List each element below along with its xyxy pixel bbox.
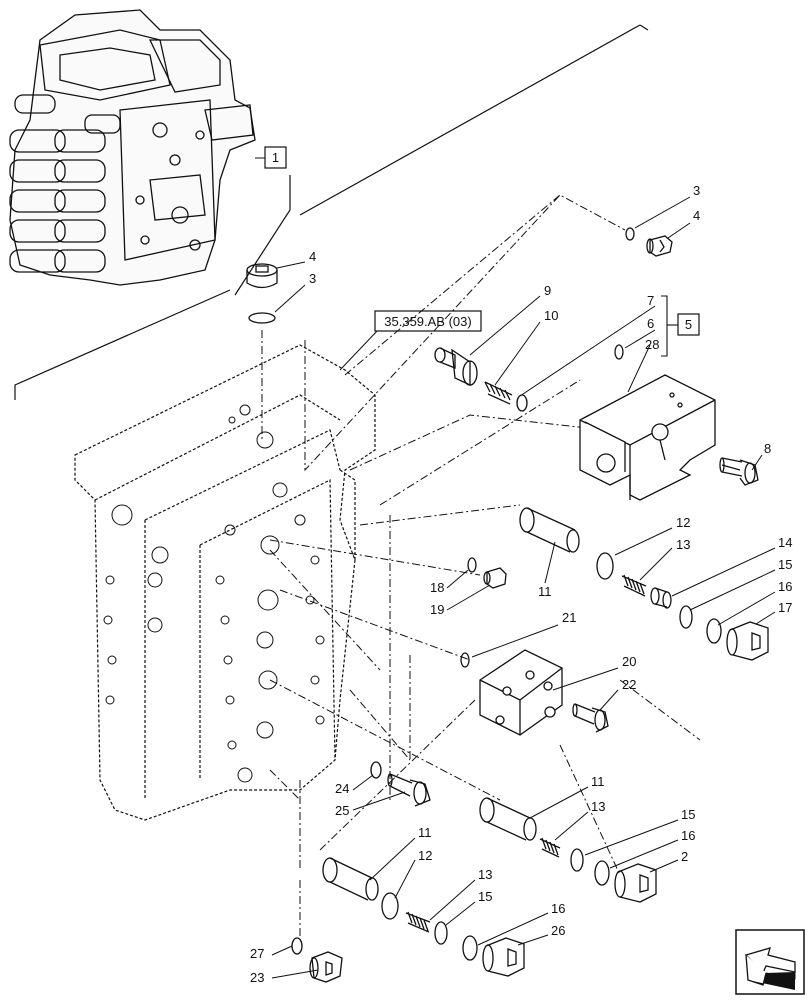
- part-14-plug: [650, 587, 672, 609]
- thumbnail-solenoids: [9, 94, 121, 273]
- callout-3-top-left: 3: [309, 271, 316, 286]
- callout-19: 19: [430, 602, 444, 617]
- part-2-plug: [614, 863, 657, 903]
- callout-11-lower: 11: [418, 825, 432, 840]
- callout-14: 14: [778, 535, 792, 550]
- part-13-spring-upper: [621, 574, 647, 597]
- part-10-spring: [484, 381, 513, 405]
- callout-11-upper: 11: [538, 584, 552, 599]
- part-28-block: [579, 374, 716, 501]
- part-27-seal: [291, 937, 303, 955]
- overview-frame-lines: [14, 24, 649, 400]
- callout-20: 20: [622, 654, 636, 669]
- part-3-seal-top-left: [248, 312, 276, 324]
- callout-6: 6: [647, 316, 654, 331]
- overview-valve-thumbnail: [9, 9, 256, 286]
- part-22-screw: [572, 703, 609, 733]
- callout-4-top-right: 4: [693, 208, 700, 223]
- callout-label-5: 5: [685, 317, 692, 332]
- callout-13-middle: 13: [591, 799, 605, 814]
- part-21-seal: [460, 652, 470, 668]
- callout-15-upper: 15: [778, 557, 792, 572]
- callout-13-lower: 13: [478, 867, 492, 882]
- part-9-piston: [434, 347, 478, 387]
- part-24-seal: [370, 761, 382, 779]
- callout-27: 27: [250, 946, 264, 961]
- valve-body-ports: [103, 404, 325, 783]
- part-11-sleeve-upper: [519, 507, 580, 553]
- callout-12-lower: 12: [418, 848, 432, 863]
- callout-17: 17: [778, 600, 792, 615]
- part-11-sleeve-lower: [322, 857, 379, 901]
- next-page-arrow-icon[interactable]: [735, 929, 805, 995]
- callout-21: 21: [562, 610, 576, 625]
- callout-16-upper: 16: [778, 579, 792, 594]
- callout-25: 25: [335, 803, 349, 818]
- callout-labels: 3 4 4 3 9 10 7 6 28 8 12 13 14 15 16 17 …: [250, 183, 792, 985]
- part-8-screw: [719, 457, 759, 486]
- assembly-lines: [261, 194, 701, 940]
- part-23-plug: [309, 951, 343, 983]
- callout-18: 18: [430, 580, 444, 595]
- reference-box: 35.359.AB (03): [339, 310, 482, 371]
- callout-box-1: 1: [255, 146, 287, 169]
- callout-15-middle: 15: [681, 807, 695, 822]
- part-4-plug-top-right: [646, 235, 673, 257]
- callout-15-lower: 15: [478, 889, 492, 904]
- part-16-seal-upper: [706, 618, 722, 644]
- callout-7: 7: [647, 293, 654, 308]
- callout-24: 24: [335, 781, 349, 796]
- part-12-ring-lower: [381, 892, 399, 920]
- valve-body: [74, 344, 376, 821]
- callout-8: 8: [764, 441, 771, 456]
- part-7-seal: [516, 394, 528, 412]
- part-13-spring-lower: [405, 911, 431, 933]
- callout-11-middle: 11: [591, 774, 605, 789]
- part-17-plug: [726, 621, 769, 661]
- callout-2: 2: [681, 849, 688, 864]
- part-6-seal: [614, 344, 624, 360]
- callout-28: 28: [645, 337, 659, 352]
- callout-16-lower: 16: [551, 901, 565, 916]
- callout-box-5: 5: [661, 295, 700, 357]
- callout-9: 9: [544, 283, 551, 298]
- callout-4-top-left: 4: [309, 249, 316, 264]
- part-11-sleeve-middle: [479, 797, 537, 841]
- part-15-seal-lower: [434, 921, 448, 945]
- callout-label-1: 1: [272, 150, 279, 165]
- part-16-seal-middle: [594, 860, 610, 886]
- part-18-seal: [467, 557, 477, 573]
- reference-label: 35.359.AB (03): [384, 314, 471, 329]
- callout-10: 10: [544, 308, 558, 323]
- callout-3-top-right: 3: [693, 183, 700, 198]
- part-16-seal-lower: [462, 935, 478, 961]
- part-25-screw: [387, 773, 431, 807]
- callout-13-upper: 13: [676, 537, 690, 552]
- part-4-plug-top-left: [246, 263, 278, 289]
- callout-26: 26: [551, 923, 565, 938]
- part-15-seal-upper: [679, 605, 693, 629]
- callout-16-middle: 16: [681, 828, 695, 843]
- part-19-plug: [483, 567, 507, 589]
- part-15-seal-middle: [570, 848, 584, 872]
- callout-12-upper: 12: [676, 515, 690, 530]
- part-13-spring-middle: [539, 837, 561, 858]
- callout-23: 23: [250, 970, 264, 985]
- leader-lines: [271, 196, 776, 979]
- callout-22: 22: [622, 677, 636, 692]
- part-26-plug: [482, 937, 525, 977]
- part-20-plate: [479, 649, 563, 736]
- part-12-ring-upper: [596, 552, 614, 580]
- part-3-seal-top-right: [625, 227, 635, 241]
